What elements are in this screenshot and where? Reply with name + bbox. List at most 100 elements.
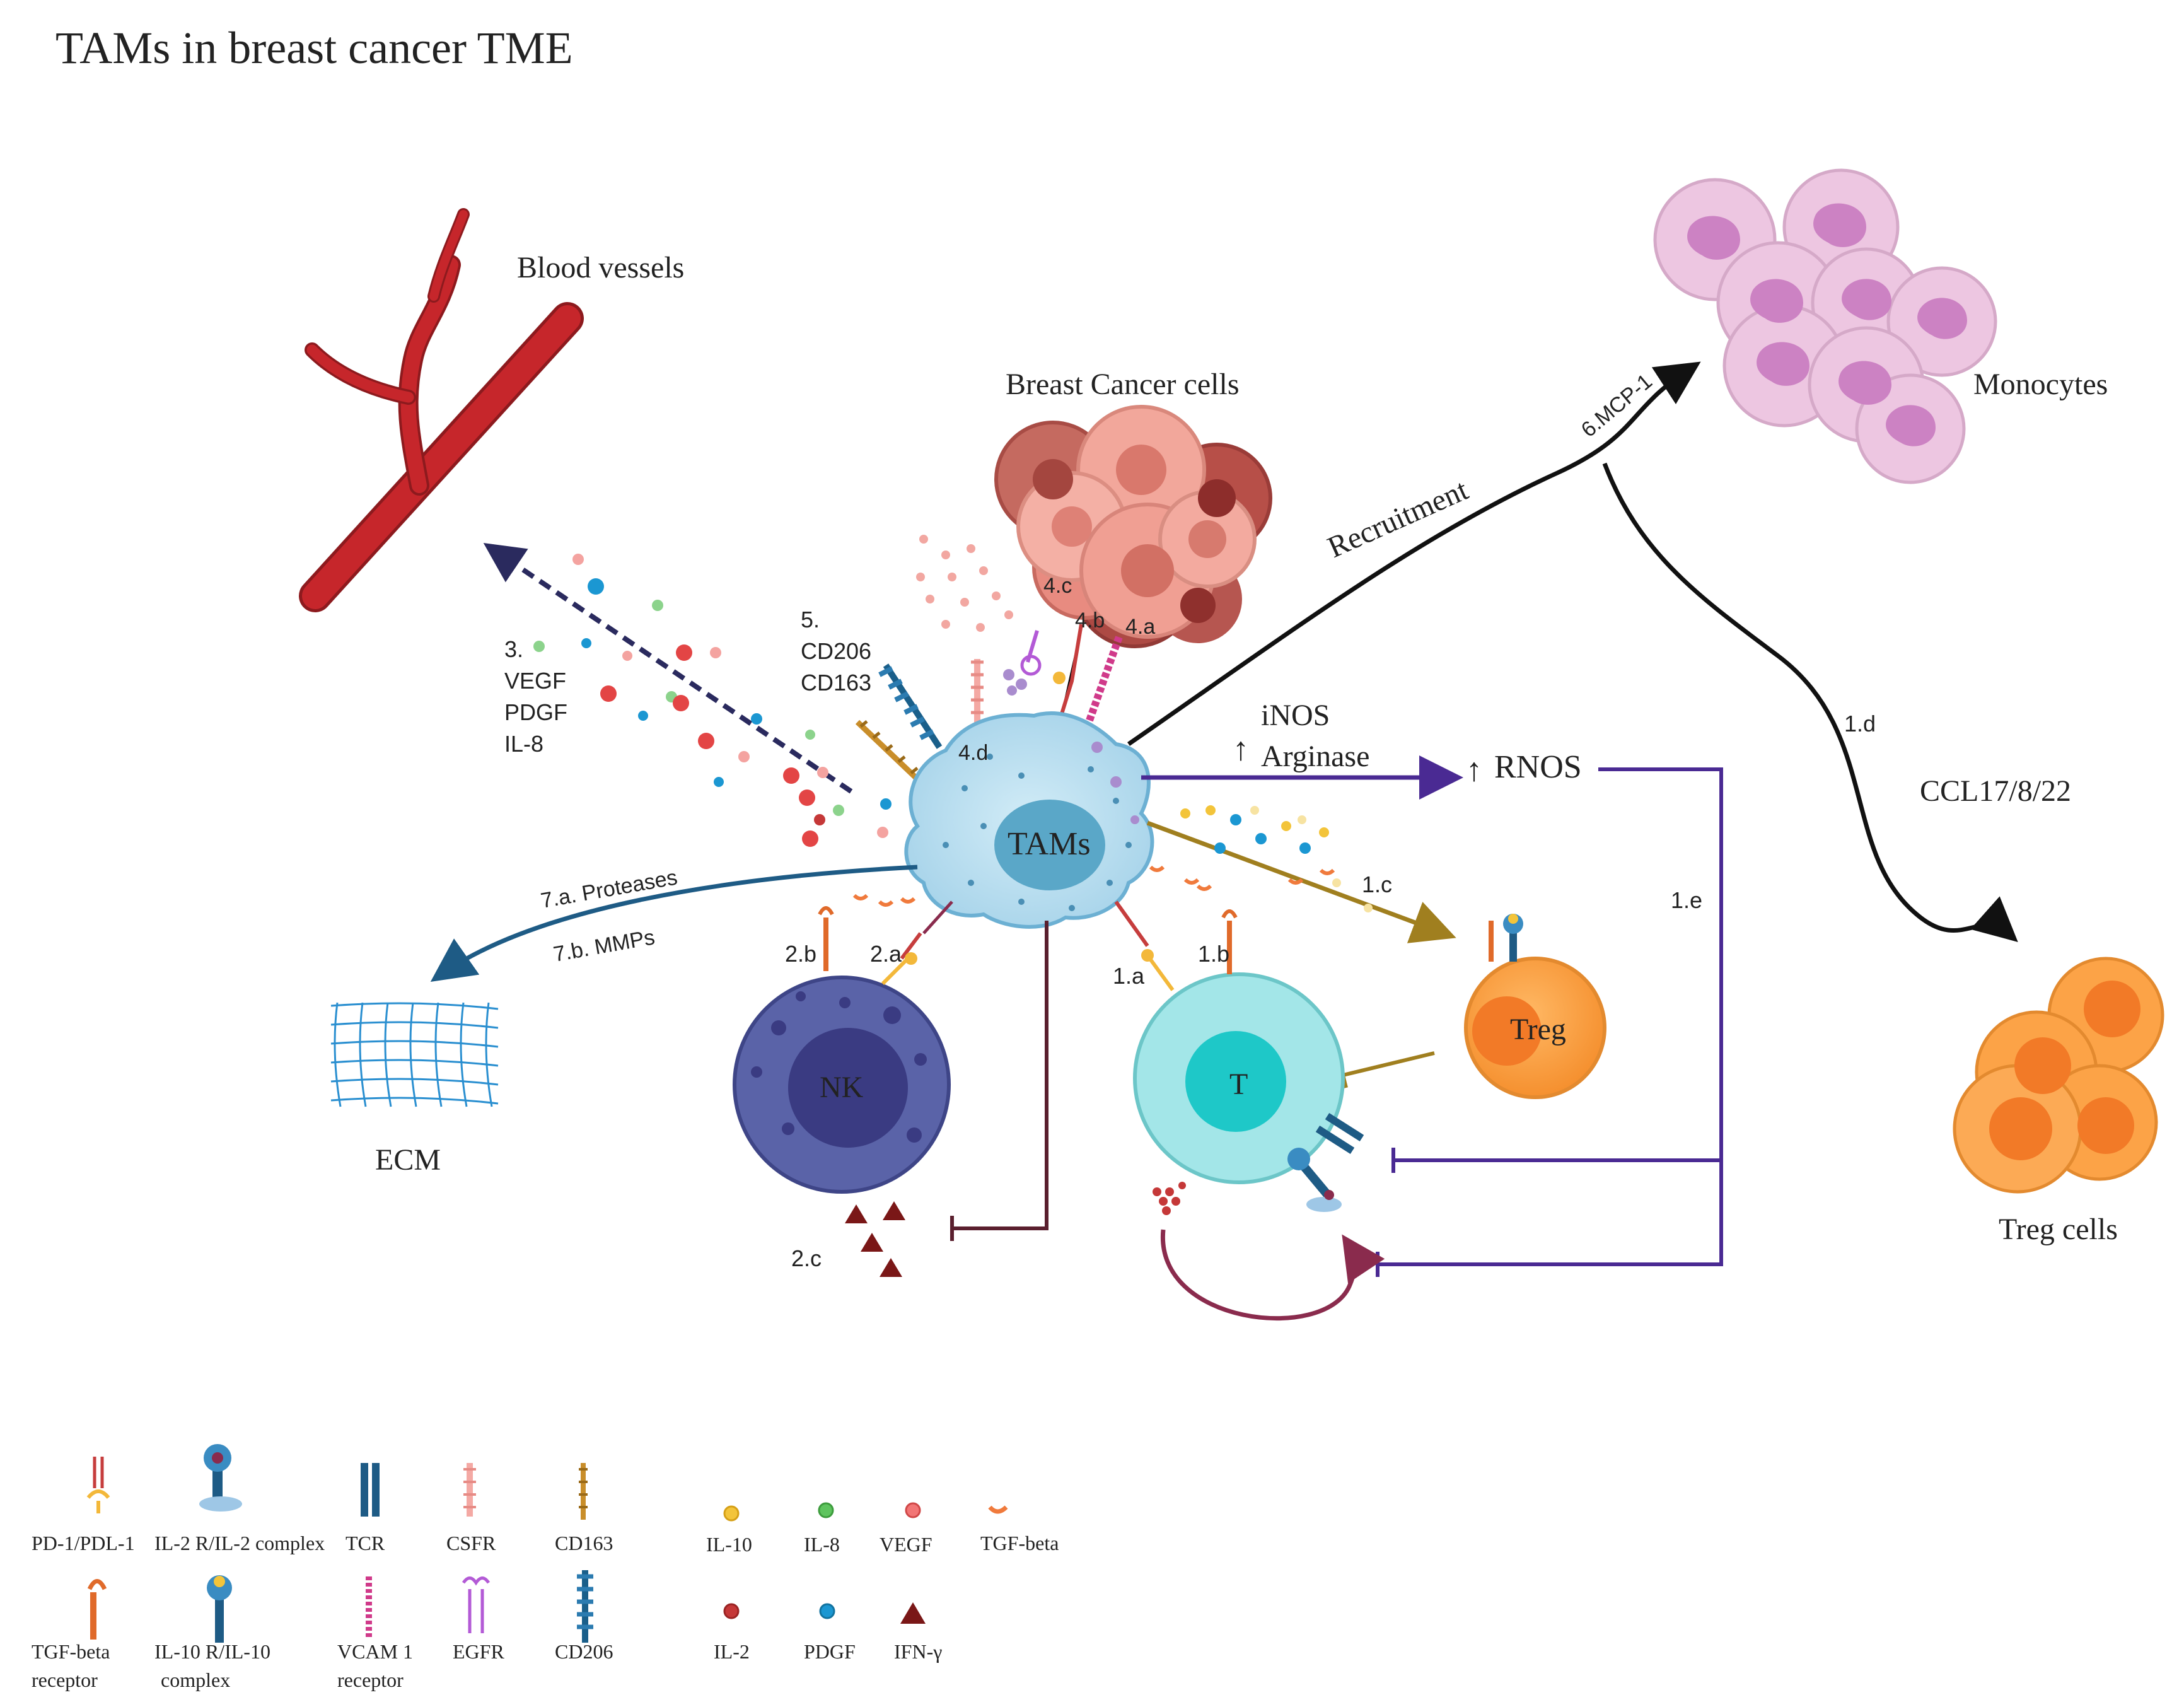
label-2c: 2.c (791, 1245, 822, 1271)
label-mmps: 7.b. MMPs (552, 925, 657, 967)
legend-pd1-label: PD-1/PDL-1 (32, 1532, 135, 1554)
label-4a: 4.a (1125, 615, 1155, 639)
legend: PD-1/PDL-1 IL-2 R/IL-2 complex TCR CSFR … (32, 1444, 1059, 1691)
label-3: 3. (504, 636, 523, 662)
legend-il10-label: IL-10 (706, 1533, 752, 1556)
label-4d: 4.d (958, 741, 988, 765)
legend-il8-icon (818, 1502, 834, 1518)
legend-tgfbeta-label: TGF-beta (980, 1532, 1059, 1554)
legend-il2c-label: IL-2 (714, 1640, 750, 1663)
tgfbr-receptor-nk-icon (818, 906, 834, 971)
label-arginase: Arginase (1261, 740, 1369, 773)
il10-dots (1180, 805, 1373, 912)
label-pdgf: PDGF (504, 699, 567, 725)
legend-il10r-label-1: IL-10 R/IL-10 (154, 1640, 270, 1663)
legend-cd163-icon (579, 1463, 588, 1520)
ccl-arrow (1602, 462, 2018, 942)
legend-tgfbr-label-1: TGF-beta (32, 1640, 110, 1663)
treg-cells-cluster (1953, 957, 2164, 1194)
ecm-mesh-icon (330, 1002, 499, 1107)
label-t: T (1229, 1068, 1248, 1101)
vcam-receptor-icon (1081, 635, 1123, 737)
il10-treg-arrow (1146, 820, 1456, 943)
cd206-receptor-icon (878, 663, 943, 749)
label-1e: 1.e (1671, 887, 1702, 913)
legend-il10-icon (723, 1505, 740, 1522)
legend-cd206-label: CD206 (555, 1640, 613, 1663)
legend-vcam-label-2: receptor (337, 1669, 404, 1691)
label-cd206: CD206 (801, 638, 871, 664)
breast-cancer-cells (994, 405, 1272, 648)
autocrine-loop-arrow (1161, 1229, 1385, 1321)
label-ccl: CCL17/8/22 (1920, 774, 2071, 808)
up-arrow-inos: ↑ (1233, 731, 1249, 767)
label-2b: 2.b (785, 941, 816, 967)
label-breast-cancer-cells: Breast Cancer cells (1006, 368, 1240, 401)
cytokine-dots-angiogenesis (533, 554, 892, 847)
tcr-receptor-icon (1315, 1112, 1364, 1155)
recruitment-arrow (1127, 361, 1701, 746)
figure-title: TAMs in breast cancer TME (55, 23, 573, 73)
ifng-triangles (845, 1201, 905, 1277)
label-1a: 1.a (1113, 963, 1145, 989)
label-treg: Treg (1510, 1013, 1566, 1046)
tam-cell (904, 711, 1154, 929)
legend-il2-icon (199, 1444, 242, 1512)
legend-il10r-icon (207, 1575, 232, 1643)
legend-pd1-icon (86, 1457, 110, 1513)
label-rnos: RNOS (1494, 749, 1582, 785)
legend-csfr-icon (463, 1463, 476, 1517)
label-1c: 1.c (1362, 871, 1392, 897)
label-1d: 1.d (1844, 711, 1876, 737)
legend-pdgf-label: PDGF (804, 1640, 856, 1663)
legend-il10r-label-2: complex (161, 1669, 230, 1691)
pd1-receptor-cancer-icon (1053, 624, 1083, 723)
legend-egfr-label: EGFR (453, 1640, 504, 1663)
legend-cd206-icon (577, 1570, 593, 1643)
legend-csfr-label: CSFR (446, 1532, 496, 1554)
treg-inhibition (1342, 1051, 1435, 1077)
legend-egfr-icon (462, 1576, 491, 1633)
egfr-receptor-icon (1020, 630, 1042, 676)
label-monocytes: Monocytes (1973, 368, 2108, 401)
monocyte-cluster (1653, 168, 1997, 484)
legend-vegf-label: VEGF (880, 1533, 932, 1556)
up-arrow-rnos: ↑ (1466, 752, 1482, 788)
legend-tgfbr-label-2: receptor (32, 1669, 98, 1691)
legend-vcam-label-1: VCAM 1 (337, 1640, 413, 1663)
label-il8: IL-8 (504, 731, 543, 757)
t-cell (1133, 972, 1345, 1184)
pd1-receptor-nk-icon (881, 932, 922, 986)
rnos-inhibition-path (1378, 767, 1723, 1266)
angiogenesis-arrow (483, 543, 853, 794)
legend-il8-label: IL-8 (804, 1533, 840, 1556)
legend-cd163-label: CD163 (555, 1532, 613, 1554)
label-5: 5. (801, 607, 820, 632)
legend-pdgf-icon (819, 1603, 835, 1619)
label-cd163: CD163 (801, 670, 871, 696)
csfr-receptor-icon (971, 659, 984, 731)
label-treg-cells: Treg cells (1999, 1213, 2118, 1246)
legend-tcr-label: TCR (346, 1532, 385, 1554)
label-tams: TAMs (1008, 826, 1091, 862)
label-ecm: ECM (375, 1143, 441, 1177)
ifng-inhibition-path (952, 921, 1048, 1230)
il2-dots-top (1003, 669, 1027, 696)
legend-il2-label: IL-2 R/IL-2 complex (154, 1532, 325, 1554)
label-nk: NK (820, 1071, 864, 1104)
il2-dots-t (1153, 1182, 1186, 1215)
ecm-arrow (430, 865, 918, 982)
blood-vessel-icon (299, 208, 584, 612)
tgfbr-receptor-t-icon (1221, 909, 1238, 974)
legend-tgfbr-icon (87, 1579, 107, 1640)
label-blood-vessels: Blood vessels (517, 251, 684, 284)
cd163-receptor-icon (855, 720, 926, 788)
pd1-receptor-t-icon (1114, 900, 1175, 991)
label-4c: 4.c (1043, 574, 1072, 598)
label-1b: 1.b (1198, 941, 1229, 967)
legend-vegf-icon (905, 1502, 921, 1518)
label-recruitment: Recruitment (1323, 473, 1473, 564)
legend-ifng-icon (900, 1602, 926, 1624)
label-2a: 2.a (870, 941, 902, 967)
